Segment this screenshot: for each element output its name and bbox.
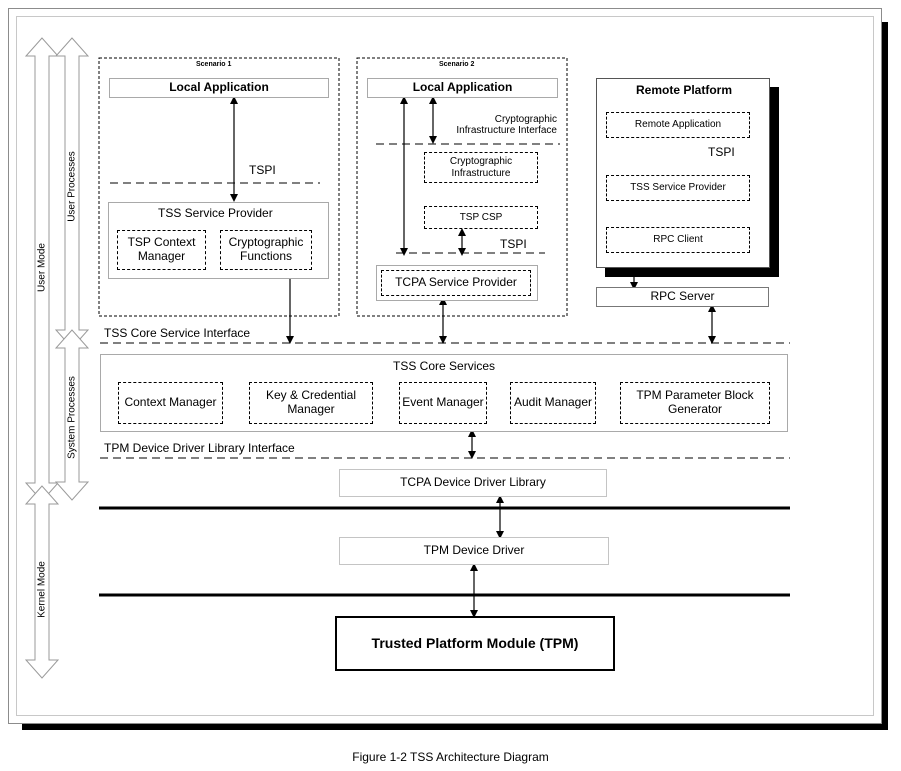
user-processes-label: User Processes [66,151,78,222]
core-context-manager: Context Manager [118,382,223,424]
s1-tss-service-provider-label: TSS Service Provider [158,206,273,220]
rpc-server: RPC Server [596,287,769,307]
core-event-manager: Event Manager [399,382,487,424]
trusted-platform-module: Trusted Platform Module (TPM) [335,616,615,671]
s2-tsp-csp: TSP CSP [424,206,538,229]
scenario1-boundary [98,57,340,317]
user-mode-label: User Mode [36,243,48,292]
s2-tspi-label: TSPI [500,237,527,251]
scenario2-boundary [356,57,568,317]
remote-rpc-client: RPC Client [606,227,750,253]
scenario1-title: Scenario 1 [196,61,232,68]
core-tpm-parameter-block-generator: TPM Parameter Block Generator [620,382,770,424]
tpm-ddl-interface-label: TPM Device Driver Library Interface [104,441,295,455]
tcpa-device-driver-library: TCPA Device Driver Library [339,469,607,497]
tpm-device-driver: TPM Device Driver [339,537,609,565]
core-audit-manager: Audit Manager [510,382,596,424]
diagram-inner-border [16,16,874,716]
system-processes-arrow [54,329,90,501]
s2-crypto-infrastructure: Cryptographic Infrastructure [424,152,538,183]
s2-tcpa-service-provider: TCPA Service Provider [381,270,531,296]
s1-tsp-context-manager: TSP Context Manager [117,230,206,270]
s1-tspi-label: TSPI [249,163,276,177]
s1-cryptographic-functions: Cryptographic Functions [220,230,312,270]
remote-application: Remote Application [606,112,750,138]
s2-crypto-infra-interface: Cryptographic Infrastructure Interface [456,114,557,136]
s1-local-application: Local Application [109,78,329,98]
s2-local-application: Local Application [367,78,558,98]
scenario2-title: Scenario 2 [439,61,475,68]
tss-core-service-interface-label: TSS Core Service Interface [104,326,251,340]
system-processes-label: System Processes [66,376,78,459]
remote-tss-service-provider: TSS Service Provider [606,175,750,201]
remote-tspi-label: TSPI [708,145,735,159]
kernel-mode-label: Kernel Mode [36,561,48,618]
remote-platform-title: Remote Platform [636,83,733,97]
kernel-mode-arrow [24,485,60,679]
tss-core-services-title: TSS Core Services [393,359,496,373]
figure-caption: Figure 1-2 TSS Architecture Diagram [352,750,549,764]
core-key-credential-manager: Key & Credential Manager [249,382,373,424]
